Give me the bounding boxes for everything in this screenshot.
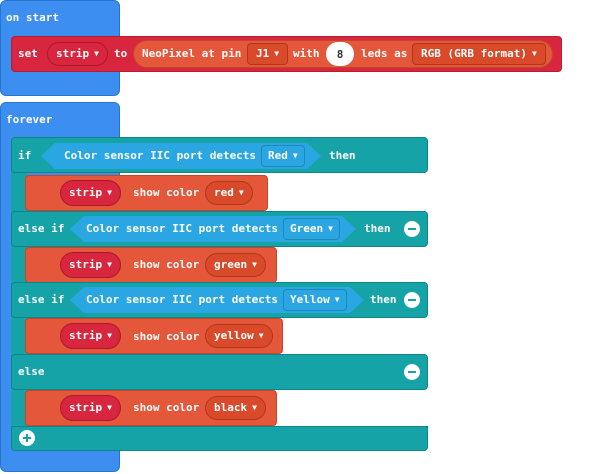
dropdown-arrow-icon: ▼: [328, 224, 333, 233]
dropdown-arrow-icon: ▼: [107, 260, 112, 269]
else-label: else: [18, 365, 45, 378]
pin-dropdown[interactable]: J1 ▼: [247, 43, 289, 65]
then-label: then: [364, 222, 391, 235]
led-count-input[interactable]: 8: [326, 42, 354, 66]
color-dropdown-4[interactable]: black ▼: [205, 396, 266, 420]
minus-bar: [408, 299, 416, 301]
else-if-label: else if: [18, 293, 65, 306]
remove-branch-icon[interactable]: [404, 292, 420, 308]
else-row[interactable]: [11, 354, 428, 390]
to-label: to: [114, 47, 128, 60]
dropdown-arrow-icon: ▼: [107, 331, 112, 340]
minus-bar: [408, 228, 416, 230]
sensor-label: Color sensor IIC port detects: [86, 222, 279, 235]
then-label: then: [370, 293, 397, 306]
remove-branch-icon[interactable]: [404, 221, 420, 237]
detect-dropdown-yellow[interactable]: Yellow ▼: [283, 289, 347, 311]
variable-name: strip: [56, 47, 90, 60]
variable-dropdown-strip[interactable]: strip ▼: [47, 42, 108, 66]
dropdown-arrow-icon: ▼: [94, 49, 99, 58]
detect-dropdown-red[interactable]: Red ▼: [261, 145, 305, 167]
detect-value: Green: [290, 222, 324, 235]
show-color-label: show color: [133, 330, 200, 343]
mode-value: RGB (GRB format): [421, 47, 527, 60]
dropdown-arrow-icon: ▼: [252, 260, 257, 269]
else-if-label: else if: [18, 222, 65, 235]
dropdown-arrow-icon: ▼: [252, 403, 257, 412]
detect-value: Yellow: [290, 293, 330, 306]
pin-value: J1: [256, 47, 270, 60]
dropdown-arrow-icon: ▼: [292, 151, 298, 160]
forever-label: forever: [6, 113, 53, 126]
show-color-label: show color: [133, 401, 200, 414]
set-label: set: [18, 47, 38, 60]
strip-dropdown-4[interactable]: strip ▼: [60, 395, 121, 421]
dropdown-arrow-icon: ▼: [274, 49, 280, 58]
minus-bar: [408, 371, 416, 373]
leds-as-label: leds as: [361, 47, 408, 60]
strip-label: strip: [69, 258, 103, 271]
if-block-footer[interactable]: [11, 426, 428, 451]
color-value: yellow: [214, 329, 254, 342]
if-label: if: [18, 149, 32, 162]
color-dropdown-1[interactable]: red ▼: [205, 181, 253, 205]
detect-value: Red: [268, 149, 288, 162]
color-value: black: [214, 401, 248, 414]
strip-label: strip: [69, 186, 103, 199]
sensor-label: Color sensor IIC port detects: [64, 149, 257, 162]
show-color-label: show color: [133, 186, 200, 199]
color-value: red: [214, 186, 234, 199]
sensor-label: Color sensor IIC port detects: [86, 293, 279, 306]
color-value: green: [214, 258, 248, 271]
dropdown-arrow-icon: ▼: [258, 331, 264, 340]
remove-else-icon[interactable]: [404, 364, 420, 380]
color-dropdown-2[interactable]: green ▼: [205, 253, 266, 277]
with-label: with: [293, 47, 320, 60]
on-start-label: on start: [6, 11, 59, 24]
strip-dropdown-3[interactable]: strip ▼: [60, 323, 121, 349]
strip-label: strip: [69, 329, 103, 342]
dropdown-arrow-icon: ▼: [238, 188, 244, 197]
plus-bar-v: [26, 434, 28, 442]
mode-dropdown[interactable]: RGB (GRB format) ▼: [412, 43, 546, 65]
detect-dropdown-green[interactable]: Green ▼: [283, 218, 340, 240]
dropdown-arrow-icon: ▼: [531, 49, 537, 58]
strip-dropdown-1[interactable]: strip ▼: [60, 180, 121, 206]
strip-label: strip: [69, 401, 103, 414]
neopixel-label: NeoPixel at pin: [142, 47, 242, 60]
dropdown-arrow-icon: ▼: [107, 403, 112, 412]
dropdown-arrow-icon: ▼: [107, 188, 112, 197]
dropdown-arrow-icon: ▼: [334, 295, 340, 304]
color-dropdown-3[interactable]: yellow ▼: [205, 324, 273, 348]
strip-dropdown-2[interactable]: strip ▼: [60, 252, 121, 278]
show-color-label: show color: [133, 258, 200, 271]
add-branch-icon[interactable]: [19, 430, 35, 446]
then-label: then: [329, 149, 356, 162]
